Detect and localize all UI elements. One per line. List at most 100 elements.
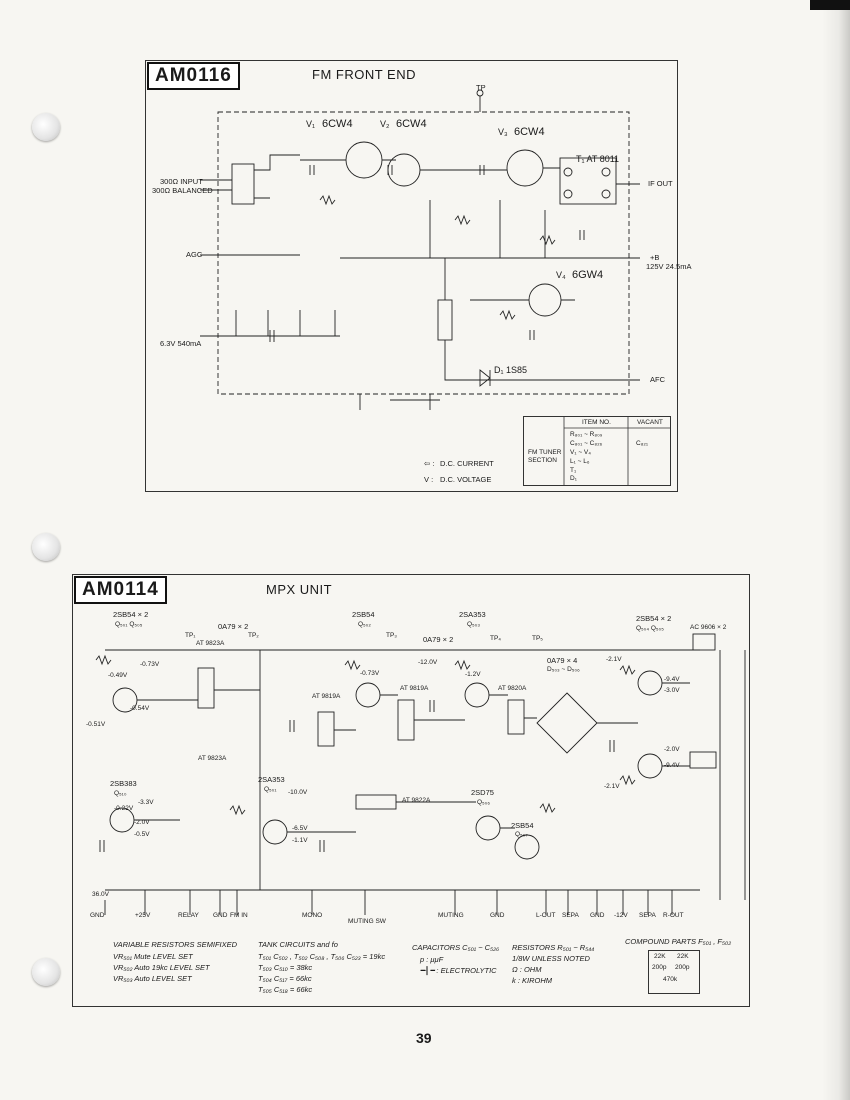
res-note-2: Ω : OHM [512, 965, 542, 974]
voltage-7: -1.2V [465, 671, 481, 678]
tp3-label: TP₃ [386, 632, 397, 639]
terminal-gnd-3: GND [490, 912, 505, 919]
res-note-3: k : KIROHM [512, 976, 553, 985]
label-0a79x2-mid: 0A79 × 2 [423, 635, 454, 644]
compound-parts-diagram: 22K 22K 200p 200p 470k [648, 950, 700, 994]
label-q503: Q₅₀₃ [467, 621, 481, 628]
voltage-18: -0.22V [114, 805, 134, 812]
label-2sb54x2-left: 2SB54 × 2 [113, 610, 149, 619]
page-corner-mark [810, 0, 850, 10]
terminal-sepa-2: SEPA [639, 912, 656, 919]
voltage-14: -10.0V [288, 789, 308, 796]
diode-bridge [536, 692, 598, 754]
terminal-mono: MONO [302, 912, 323, 919]
coil-label-1: AT 9823A [196, 640, 225, 647]
compound-part-f501 [692, 633, 716, 651]
label-d503-d506: D₅₀₃ ~ D₅₀₆ [547, 666, 580, 673]
label-2sb54-q507: 2SB54 [511, 821, 534, 830]
label-2sa353-q503: 2SA353 [459, 610, 486, 619]
tp2-label: TP₂ [248, 632, 259, 639]
cap-notes-title: CAPACITORS C₅₀₁ ~ C₅₂₆ [412, 943, 499, 952]
voltage-10: -3.0V [664, 687, 680, 694]
compound-r2: 22K [677, 953, 689, 960]
binder-hole-middle [32, 533, 60, 561]
compound-r3: 470k [663, 976, 678, 983]
tube-v1-type: 6CW4 [322, 118, 353, 130]
mpx-model-badge: AM0114 [74, 576, 167, 604]
compound-part-f502 [689, 751, 717, 769]
terminal-muting: MUTING [438, 912, 464, 919]
dc-current-arrow-icon: ⇦ : [424, 459, 435, 468]
terminal-25v: +25V [135, 912, 151, 919]
tank-note-1: T₅₀₁ C₅₀₂ , T₅₀₂ C₅₀₈ , T₅₀₆ C₅₂₃ = 19kc [258, 952, 386, 961]
tank-note-3: T₅₀₄ C₅₁₇ = 66kc [258, 974, 312, 983]
coil-t502 [317, 711, 335, 747]
voltage-2: -0.51V [86, 721, 106, 728]
table-item-resistors: R₈₀₁ ~ R₈₀₉ [570, 431, 603, 438]
label-q501-lower: Q₅₀₁ [264, 786, 277, 793]
label-2sb54-q502: 2SB54 [352, 610, 375, 619]
label-q510: Q₅₁₀ [114, 790, 127, 797]
label-2sa353-lower: 2SA353 [258, 775, 285, 784]
transistor-q506 [475, 815, 501, 841]
tube-v4-type: 6GW4 [572, 269, 604, 281]
compound-c2: 200p [675, 964, 690, 971]
transistor-q507 [514, 834, 540, 860]
table-section-name: FM TUNER SECTION [528, 449, 562, 464]
compound-r1: 22K [654, 953, 666, 960]
tank-note-2: T₅₀₃ C₅₁₀ = 38kc [258, 963, 313, 972]
voltage-19: -2.0V [134, 819, 150, 826]
voltage-5: -0.73V [140, 661, 160, 668]
terminal-muting-sw: MUTING SW [348, 918, 386, 925]
res-note-1: 1/8W UNLESS NOTED [512, 954, 590, 963]
binder-hole-bottom [32, 958, 60, 986]
transistor-q503 [464, 682, 490, 708]
terminal-sepa-1: SEPA [562, 912, 579, 919]
voltage-1: -12.0V [418, 659, 438, 666]
coil-t501 [197, 667, 215, 709]
antenna-input-label: 300Ω INPUT [160, 177, 203, 186]
b-plus-label: +B [650, 253, 660, 262]
antenna-balanced-label: 300Ω BALANCED [152, 186, 213, 195]
cap-note-2: ━╢━ : ELECTROLYTIC [420, 966, 497, 975]
fm-front-end-frame [145, 60, 678, 492]
table-header-item-no: ITEM NO. [582, 419, 611, 426]
diode-d1-label: D₁ [494, 365, 504, 375]
coil-label-3: AT 9819A [312, 693, 341, 700]
table-item-transformer: T₁ [570, 467, 577, 474]
if-transformer-t1 [559, 157, 617, 205]
tube-v3-label: V₃ [498, 127, 508, 137]
mpx-section-title: MPX UNIT [266, 582, 333, 597]
tube-v2-type: 6CW4 [396, 118, 427, 130]
label-q501-q505: Q₅₀₁ Q₅₀₅ [115, 621, 143, 628]
fm-shield-outline [217, 111, 630, 395]
vr-note-3: VR₅₀₃ Auto LEVEL SET [113, 974, 192, 983]
voltage-13: -2.1V [604, 783, 620, 790]
transformer-t1-label: T₁ AT 8011 [576, 154, 620, 164]
label-ac9606x2: AC 9606 × 2 [690, 624, 727, 631]
antenna-input-coil [231, 163, 255, 205]
coil-label-4: AT 9819A [400, 685, 429, 692]
voltage-15: -6.5V [292, 825, 308, 832]
tube-v2-label: V₂ [380, 119, 390, 129]
transistor-q502 [355, 682, 381, 708]
tp5-label: TP₅ [532, 635, 543, 642]
terminal-fm-in: FM IN [230, 912, 248, 919]
binder-hole-top [32, 113, 60, 141]
voltage-20: -0.5V [134, 831, 150, 838]
coil-t504 [507, 699, 525, 735]
page-edge-shadow [822, 0, 850, 1100]
voltage-17: -3.3V [138, 799, 154, 806]
label-q506: Q₅₀₆ [477, 799, 490, 806]
voltage-16: -1.1V [292, 837, 308, 844]
vr-notes-title: VARIABLE RESISTORS SEMIFIXED [113, 940, 238, 949]
b-plus-value: 125V 24.5mA [646, 262, 692, 271]
label-q504-q505: Q₅₀₄ Q₅₀₅ [636, 625, 664, 632]
voltage-11: -2.0V [664, 746, 680, 753]
terminal-gnd-2: GND [213, 912, 228, 919]
fm-front-end-schematic [200, 89, 640, 410]
table-header-vacant: VACANT [637, 419, 663, 426]
compound-parts-title: COMPOUND PARTS F₅₀₁ , F₅₀₂ [625, 937, 732, 946]
voltage-8: -2.1V [606, 656, 622, 663]
terminal-gnd-4: GND [590, 912, 605, 919]
